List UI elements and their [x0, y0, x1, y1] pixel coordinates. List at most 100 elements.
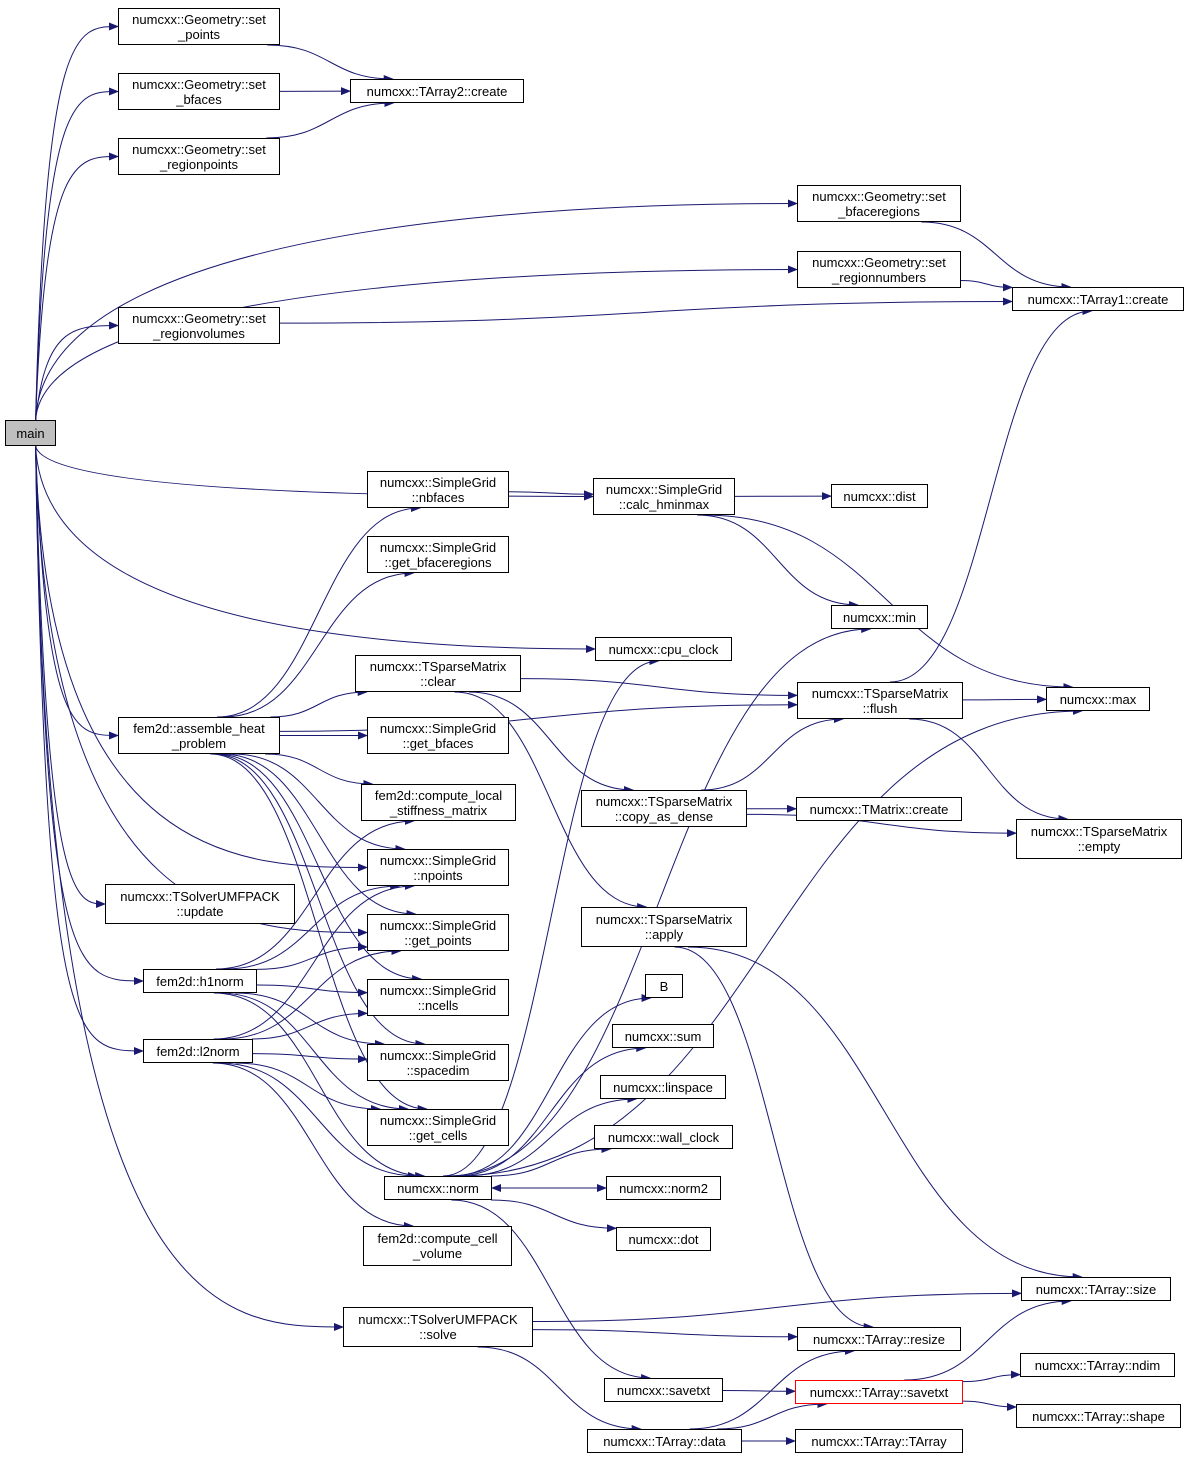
- node-compute-cell-volume[interactable]: fem2d::compute_cell_volume: [363, 1226, 512, 1266]
- edge-assemble-heat-to-sg-ncells: [215, 753, 423, 983]
- edge-main-to-set-regionpoints: [35, 152, 119, 421]
- node-label: numcxx::Geometry::set: [812, 254, 946, 270]
- node-max[interactable]: numcxx::max: [1046, 687, 1150, 711]
- node-norm[interactable]: numcxx::norm: [384, 1176, 492, 1200]
- edge-h1norm-to-sg-get-points: [256, 942, 368, 970]
- node-tsm-flush[interactable]: numcxx::TSparseMatrix::flush: [797, 682, 963, 719]
- node-label: ::get_cells: [408, 1127, 468, 1143]
- node-sg-get-cells[interactable]: numcxx::SimpleGrid::get_cells: [367, 1109, 509, 1146]
- node-tsm-empty[interactable]: numcxx::TSparseMatrix::empty: [1016, 819, 1182, 859]
- node-sg-get-bfaces[interactable]: numcxx::SimpleGrid::get_bfaces: [367, 717, 509, 754]
- node-assemble-heat[interactable]: fem2d::assemble_heat_problem: [118, 717, 280, 754]
- node-set-bfaceregions[interactable]: numcxx::Geometry::set_bfaceregions: [797, 185, 961, 222]
- node-linspace[interactable]: numcxx::linspace: [600, 1075, 726, 1099]
- edge-tsm-flush-to-tarray1-create: [890, 307, 1093, 683]
- node-cpu-clock[interactable]: numcxx::cpu_clock: [595, 637, 732, 661]
- node-tsm-copy-as-dense[interactable]: numcxx::TSparseMatrix::copy_as_dense: [581, 790, 747, 827]
- node-label: _regionpoints: [159, 156, 239, 172]
- node-sg-get-points[interactable]: numcxx::SimpleGrid::get_points: [367, 914, 509, 951]
- node-label: numcxx::wall_clock: [607, 1129, 720, 1145]
- edge-main-to-set-points: [35, 22, 119, 421]
- node-min[interactable]: numcxx::min: [831, 605, 928, 629]
- edge-sg-calc-hminmax-to-max: [703, 514, 1074, 691]
- edge-norm-to-min: [447, 625, 872, 1177]
- node-tsm-apply[interactable]: numcxx::TSparseMatrix::apply: [581, 907, 747, 947]
- edge-umf-solve-to-tarray-data: [477, 1346, 642, 1433]
- node-label: ::calc_hminmax: [618, 496, 710, 512]
- edge-assemble-heat-to-compute-local-stiffness: [265, 753, 374, 788]
- node-tarray1-create[interactable]: numcxx::TArray1::create: [1012, 287, 1184, 311]
- node-savetxt[interactable]: numcxx::savetxt: [604, 1378, 723, 1402]
- edge-tarray-data-to-tarray-savetxt: [717, 1400, 828, 1430]
- node-tarray-shape[interactable]: numcxx::TArray::shape: [1016, 1404, 1181, 1428]
- node-label: ::copy_as_dense: [614, 808, 714, 824]
- node-tarray-savetxt[interactable]: numcxx::TArray::savetxt: [795, 1380, 963, 1404]
- node-label: numcxx::TArray::size: [1035, 1281, 1157, 1297]
- node-label: numcxx::TArray::TArray: [811, 1433, 947, 1449]
- node-label: numcxx::max: [1059, 691, 1137, 707]
- node-set-regionvolumes[interactable]: numcxx::Geometry::set_regionvolumes: [118, 307, 280, 344]
- node-label: numcxx::SimpleGrid: [379, 982, 497, 998]
- node-tarray-size[interactable]: numcxx::TArray::size: [1021, 1277, 1171, 1301]
- node-dot[interactable]: numcxx::dot: [616, 1227, 711, 1251]
- node-label: numcxx::Geometry::set: [132, 310, 266, 326]
- node-label: numcxx::SimpleGrid: [379, 852, 497, 868]
- node-set-regionnumbers[interactable]: numcxx::Geometry::set_regionnumbers: [797, 251, 961, 288]
- edge-tsm-clear-to-tsm-flush: [520, 678, 798, 700]
- node-sg-get-bfaceregions[interactable]: numcxx::SimpleGrid::get_bfaceregions: [367, 536, 509, 573]
- node-sg-ncells[interactable]: numcxx::SimpleGrid::ncells: [367, 979, 509, 1016]
- node-tmatrix-create[interactable]: numcxx::TMatrix::create: [796, 797, 962, 821]
- edge-tsm-copy-as-dense-to-tsm-flush: [700, 715, 844, 791]
- node-tarray-data[interactable]: numcxx::TArray::data: [587, 1429, 742, 1453]
- node-label: fem2d::compute_local: [374, 787, 503, 803]
- edge-tsm-clear-to-tsm-copy-as-dense: [468, 691, 635, 794]
- edge-umf-solve-to-tarray-size: [532, 1289, 1022, 1323]
- edge-tsm-clear-to-tsm-apply: [454, 691, 648, 911]
- node-wall-clock[interactable]: numcxx::wall_clock: [594, 1125, 733, 1149]
- node-label: fem2d::l2norm: [156, 1043, 240, 1059]
- node-norm2[interactable]: numcxx::norm2: [606, 1176, 721, 1200]
- edge-main-to-set-regionnumbers: [35, 265, 798, 421]
- node-label: numcxx::dot: [628, 1231, 699, 1247]
- node-label: _bfaces: [176, 91, 222, 107]
- edge-tarray-savetxt-to-tarray-ndim: [962, 1370, 1021, 1383]
- node-label: fem2d::compute_cell: [377, 1231, 498, 1246]
- node-sg-npoints[interactable]: numcxx::SimpleGrid::npoints: [367, 849, 509, 886]
- node-tsm-clear[interactable]: numcxx::TSparseMatrix::clear: [355, 655, 521, 692]
- node-tarray2-create[interactable]: numcxx::TArray2::create: [350, 79, 524, 103]
- node-label: fem2d::h1norm: [156, 973, 244, 989]
- node-label: _volume: [412, 1246, 463, 1261]
- node-label: numcxx::SimpleGrid: [379, 1112, 497, 1128]
- node-dist[interactable]: numcxx::dist: [831, 484, 928, 508]
- edge-assemble-heat-to-sg-get-cells: [210, 753, 428, 1113]
- node-tarray-tarray[interactable]: numcxx::TArray::TArray: [795, 1429, 963, 1453]
- node-label: numcxx::cpu_clock: [608, 641, 719, 657]
- edge-set-points-to-tarray2-create: [267, 44, 394, 83]
- edge-main-to-sg-get-points: [35, 445, 368, 937]
- node-tarray-resize[interactable]: numcxx::TArray::resize: [797, 1327, 961, 1351]
- node-h1norm[interactable]: fem2d::h1norm: [143, 969, 257, 993]
- edge-tsm-apply-to-tarray-size: [687, 946, 1083, 1281]
- node-label: numcxx::SimpleGrid: [379, 1047, 497, 1063]
- node-label: numcxx::Geometry::set: [812, 188, 946, 204]
- node-umf-solve[interactable]: numcxx::TSolverUMFPACK::solve: [343, 1307, 533, 1347]
- node-tarray-ndim[interactable]: numcxx::TArray::ndim: [1020, 1353, 1175, 1377]
- edge-assemble-heat-to-sg-get-bfaceregions: [223, 569, 415, 718]
- node-set-bfaces[interactable]: numcxx::Geometry::set_bfaces: [118, 73, 280, 110]
- edge-tsm-apply-to-tarray-resize: [674, 946, 874, 1331]
- node-umf-update[interactable]: numcxx::TSolverUMFPACK::update: [105, 884, 295, 924]
- node-l2norm[interactable]: fem2d::l2norm: [143, 1039, 253, 1063]
- node-sg-spacedim[interactable]: numcxx::SimpleGrid::spacedim: [367, 1044, 509, 1081]
- node-sg-calc-hminmax[interactable]: numcxx::SimpleGrid::calc_hminmax: [593, 478, 735, 515]
- node-B[interactable]: B: [645, 974, 683, 998]
- node-label: ::get_bfaces: [402, 735, 474, 751]
- node-set-regionpoints[interactable]: numcxx::Geometry::set_regionpoints: [118, 138, 280, 175]
- edge-umf-solve-to-tarray-resize: [532, 1329, 798, 1341]
- edge-tarray-savetxt-to-tarray-size: [904, 1297, 1072, 1381]
- node-sg-nbfaces[interactable]: numcxx::SimpleGrid::nbfaces: [367, 471, 509, 508]
- node-set-points[interactable]: numcxx::Geometry::set_points: [118, 8, 280, 45]
- node-label: numcxx::TArray::shape: [1032, 1408, 1165, 1424]
- node-sum[interactable]: numcxx::sum: [612, 1024, 714, 1048]
- node-compute-local-stiffness[interactable]: fem2d::compute_local_stiffness_matrix: [361, 784, 516, 821]
- node-label: numcxx::dist: [843, 488, 916, 504]
